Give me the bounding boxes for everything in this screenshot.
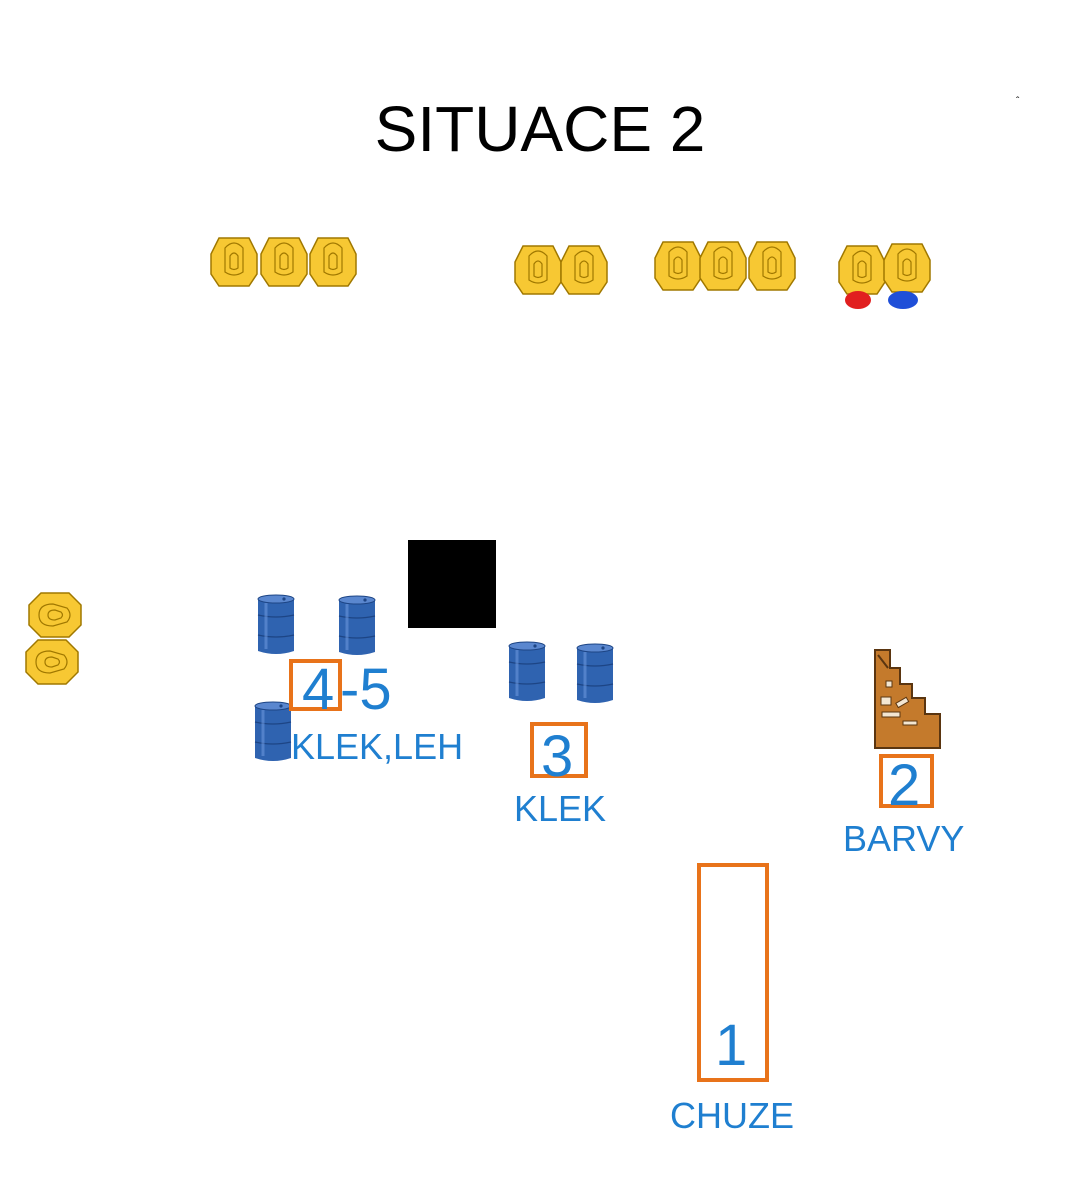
- paper-target-icon: [748, 241, 796, 291]
- target-group-d: [838, 243, 931, 309]
- barrel-icon: [575, 642, 615, 705]
- barrel-icon: [253, 700, 293, 763]
- position-2-label: BARVY: [843, 818, 965, 859]
- position-1-lane: [697, 863, 769, 1082]
- paper-target-icon: [210, 237, 258, 287]
- side-target-group: [25, 592, 82, 685]
- paper-target-icon: [654, 241, 702, 291]
- corner-mark: ˆ: [1016, 96, 1020, 107]
- paper-target-icon: [883, 243, 931, 293]
- position-1-label: CHUZE: [670, 1095, 794, 1136]
- target-group-c: [654, 241, 796, 291]
- paper-target-icon: [260, 237, 308, 287]
- barrel-group-3: [507, 640, 615, 705]
- barrel-icon: [337, 594, 377, 657]
- barrel-icon: [507, 640, 547, 703]
- page-title: SITUACE 2: [374, 93, 706, 165]
- position-4-box: [289, 659, 342, 711]
- barrel-icon: [256, 593, 296, 656]
- position-2-box: [879, 754, 934, 808]
- blue-marker-icon: [888, 291, 918, 309]
- position-2-number: 2: [888, 753, 921, 818]
- position-4-number: 4: [302, 657, 335, 722]
- paper-target-icon: [699, 241, 747, 291]
- position-4-label: KLEK,LEH: [291, 726, 464, 767]
- paper-target-icon: [514, 245, 562, 295]
- target-group-a: [210, 237, 357, 287]
- position-3-label: KLEK: [514, 788, 607, 829]
- position-3-box: [530, 722, 588, 778]
- paper-target-icon: [28, 592, 82, 638]
- obstacle-block: [408, 540, 496, 628]
- red-marker-icon: [845, 291, 871, 309]
- target-group-b: [514, 245, 608, 295]
- position-5-suffix: -5: [340, 657, 392, 722]
- position-3-number: 3: [541, 724, 574, 789]
- wall-icon: [874, 649, 941, 749]
- paper-target-icon: [838, 245, 886, 295]
- paper-target-icon: [560, 245, 608, 295]
- paper-target-icon: [25, 639, 79, 685]
- position-1-number: 1: [715, 1013, 748, 1078]
- paper-target-icon: [309, 237, 357, 287]
